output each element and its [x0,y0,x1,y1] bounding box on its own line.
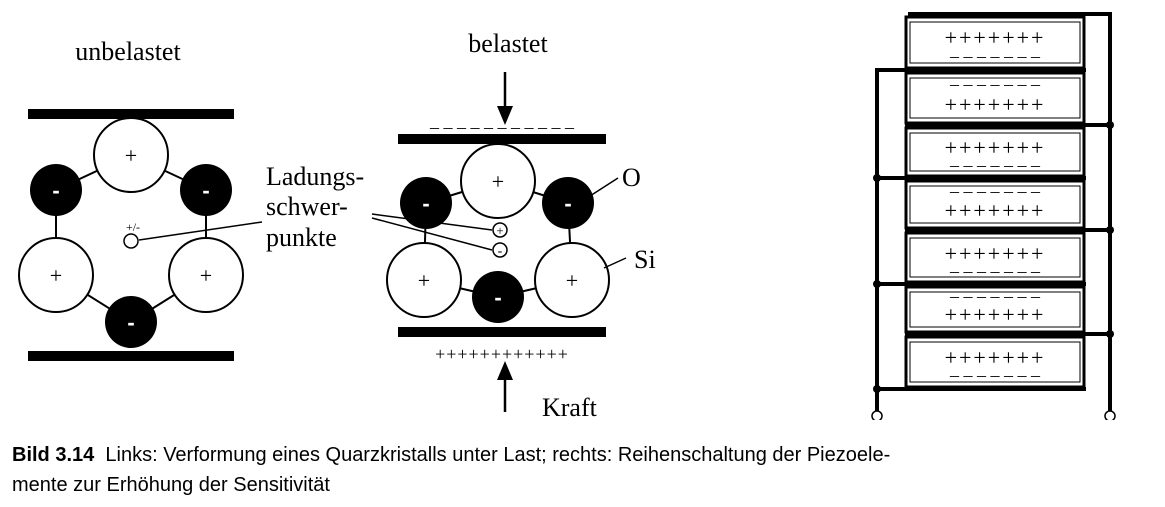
charge-center-marker: +/- [126,220,140,234]
caption-text-1: Links: Verformung eines Quarzkristalls u… [105,444,891,466]
figure-number: Bild 3.14 [12,444,95,466]
piezo-element-3: +++++++ – – – – – – – [904,126,1086,178]
charge-centers-label: Ladungs- schwer- punkte [266,162,364,252]
si-atom-left-top: + [93,117,169,193]
force-label: Kraft [542,393,598,420]
o-atom-middle-upper-left: - [400,177,452,229]
charge-center-left [123,233,139,249]
piezo-element-6: – – – – – – – +++++++ [904,285,1086,334]
force-arrow-top [497,72,513,125]
bottom-surface-charge: ++++++++++++ [435,344,569,364]
caption-line-2: mente zur Erhöhung der Sensitivität [12,474,330,496]
piezo-element-2: – – – – – – – +++++++ [904,71,1086,125]
leader-line-o [589,177,619,197]
caption-line-1: Bild 3.14 Links: Verformung eines Quarzk… [12,440,1157,470]
piezo-diagram: unbelastet + + + - - [18,12,1116,420]
svg-text:-: - [498,244,503,259]
o-atom-left-upper-left: - [30,164,82,216]
piezo-element-5: +++++++ – – – – – – – [904,231,1086,284]
svg-text:schwer-: schwer- [266,192,348,221]
svg-text:– – – – – – –: – – – – – – – [949,46,1041,66]
leader-line-negative [371,217,493,251]
o-atom-left-upper-right: - [180,164,232,216]
si-atom-middle-lower-right: + [534,242,610,318]
terminal-right [1104,410,1116,420]
svg-text:-: - [52,178,59,203]
svg-text:-: - [494,285,501,310]
loaded-crystal: belastet – – – – – – – – – – – +++++++++… [371,29,656,420]
svg-text:+: + [496,223,503,238]
svg-text:– – – – – – –: – – – – – – – [949,286,1041,306]
loaded-title: belastet [468,29,548,58]
svg-text:+++++++: +++++++ [945,135,1046,160]
svg-text:– – – – – – –: – – – – – – – [949,155,1041,175]
si-label: Si [634,245,656,274]
svg-text:– – – – – – –: – – – – – – – [949,74,1041,94]
svg-text:+++++++: +++++++ [945,241,1046,266]
bottom-electrode-middle [398,327,606,337]
svg-text:-: - [564,191,571,216]
svg-text:+: + [418,268,430,293]
piezo-element-4: – – – – – – – +++++++ [904,179,1086,230]
svg-text:-: - [202,178,209,203]
terminal-left [871,410,883,420]
top-electrode-left [28,109,234,119]
piezo-stack: +++++++ – – – – – – – – – – – – – – ++++… [871,12,1116,420]
top-surface-charge: – – – – – – – – – – – [429,117,575,137]
leader-line-left [138,221,263,241]
unloaded-crystal: unbelastet + + + - - [18,37,263,361]
svg-text:+: + [492,169,504,194]
svg-text:Ladungs-: Ladungs- [266,162,364,191]
svg-text:+++++++: +++++++ [945,198,1046,223]
si-atom-left-lower-right: + [168,237,244,313]
svg-text:+++++++: +++++++ [945,345,1046,370]
charge-center-negative: - [492,242,508,259]
o-atom-middle-upper-right: - [542,177,594,229]
svg-text:+: + [200,263,212,288]
svg-text:-: - [422,191,429,216]
svg-text:– – – – – – –: – – – – – – – [949,365,1041,385]
o-label: O [622,163,641,192]
svg-text:+++++++: +++++++ [945,92,1046,117]
si-atom-left-lower-left: + [18,237,94,313]
svg-text:+++++++: +++++++ [945,302,1046,327]
svg-text:+: + [125,143,137,168]
piezo-element-7: +++++++ – – – – – – – [904,335,1086,389]
charge-center-positive: + [492,222,508,238]
top-electrode-middle [398,134,606,144]
si-atom-middle-lower-left: + [386,242,462,318]
force-arrow-bottom [497,361,513,412]
svg-text:+: + [50,263,62,288]
leader-line-si [603,257,627,269]
figure-caption: Bild 3.14 Links: Verformung eines Quarzk… [12,440,1157,500]
svg-text:– – – – – – –: – – – – – – – [949,181,1041,201]
o-atom-middle-bottom: - [472,271,524,323]
svg-text:+: + [566,268,578,293]
svg-text:– – – – – – –: – – – – – – – [949,261,1041,281]
o-atom-left-bottom: - [105,296,157,348]
si-atom-middle-top: + [460,143,536,219]
unloaded-title: unbelastet [75,37,181,66]
bottom-electrode-left [28,351,234,361]
piezo-element-1: +++++++ – – – – – – – [904,15,1086,70]
svg-text:+++++++: +++++++ [945,25,1046,50]
leader-line-positive [371,213,493,231]
svg-text:punkte: punkte [266,223,337,252]
svg-text:-: - [127,310,134,335]
